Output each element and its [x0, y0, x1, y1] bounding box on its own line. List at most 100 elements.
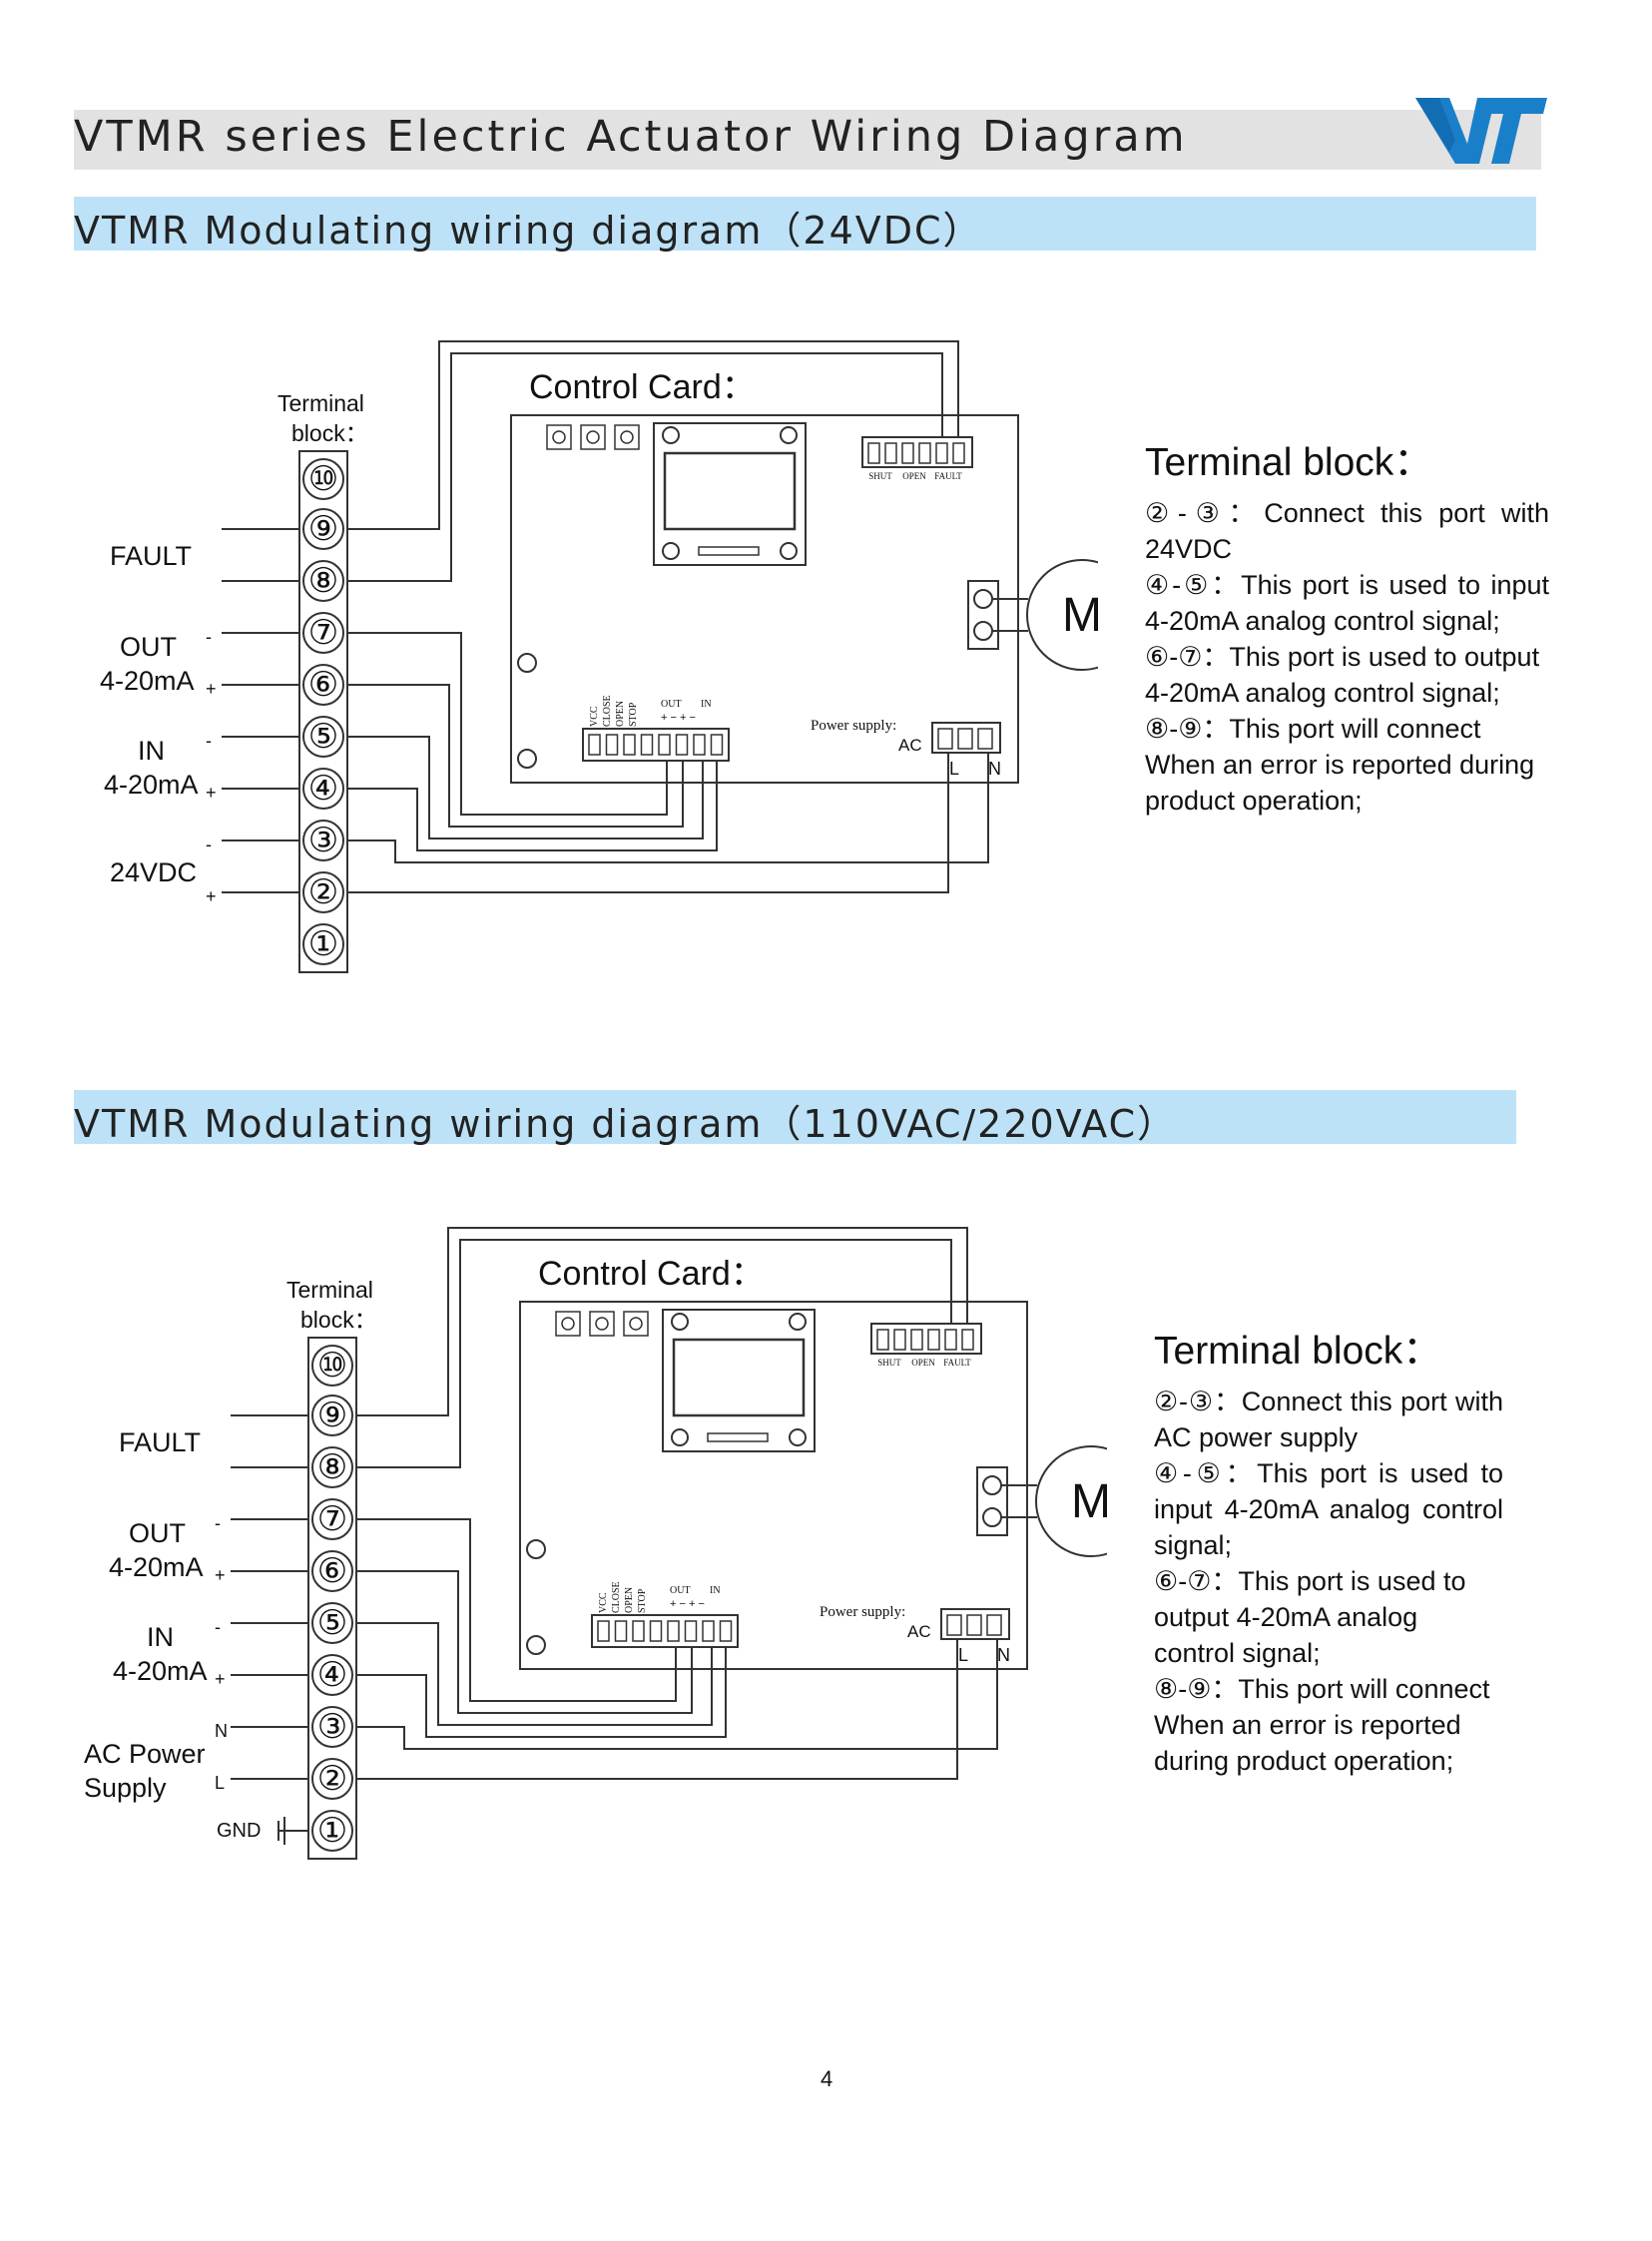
motor-connector: [967, 580, 999, 650]
terminal-number: ④: [317, 1657, 347, 1694]
description-item: ⑧-⑨：This port will connect When an error…: [1145, 714, 1535, 816]
terminal-number: ①: [308, 926, 338, 963]
motor-label: M: [1062, 589, 1098, 642]
l-label: L: [958, 1645, 968, 1665]
section-1-heading: VTMR Modulating wiring diagram（24VDC）: [74, 209, 983, 253]
wire-fault: [347, 340, 959, 530]
terminal-number: ⑧: [308, 563, 338, 600]
section-2-heading: VTMR Modulating wiring diagram（110VAC/22…: [74, 1102, 1178, 1146]
in-label: IN: [147, 1622, 174, 1652]
terminal-circle: [302, 612, 344, 654]
wire-out: [347, 684, 684, 828]
description-item: ②-③：Connect this port with 24VDC: [1145, 498, 1549, 564]
indicator-square: [580, 424, 606, 450]
out-in-polarity: + − + −: [670, 1598, 705, 1610]
signal-label: VCC: [589, 706, 600, 727]
wire-in: [356, 1622, 713, 1726]
indicator-square: [546, 424, 572, 450]
power-supply-label: Power supply:: [820, 1604, 905, 1620]
polarity-mark: +: [215, 1565, 226, 1585]
terminal-circle: [311, 1810, 353, 1852]
gnd-label: GND: [217, 1820, 261, 1842]
polarity-mark: L: [215, 1773, 225, 1793]
wire-power: [356, 1639, 998, 1750]
power-label: Supply: [84, 1773, 167, 1803]
terminal-description-2: Terminal block： ②-③：Connect this port wi…: [1154, 1320, 1503, 1779]
terminal-block-label: Terminal: [286, 1277, 373, 1303]
terminal-number: ⑩: [308, 461, 338, 498]
signal-label: OPEN: [624, 1587, 635, 1613]
polarity-mark: -: [206, 627, 212, 647]
out-label-small: OUT: [670, 1585, 691, 1596]
terminal-number: ⑤: [317, 1605, 347, 1642]
terminal-number: ⑩: [317, 1348, 347, 1385]
in-label: 4-20mA: [104, 770, 199, 800]
terminal-circle: [302, 768, 344, 810]
wire-out: [356, 1570, 693, 1714]
terminal-block: [298, 450, 348, 973]
title-bar: [74, 110, 1541, 170]
ac-label: AC: [907, 1622, 931, 1641]
terminal-block-label: Terminal: [277, 390, 364, 416]
polarity-mark: -: [215, 1513, 221, 1533]
terminal-circle: [302, 560, 344, 602]
terminal-number: ⑦: [308, 615, 338, 652]
indicator-square: [623, 1311, 649, 1337]
power-label: AC Power: [84, 1739, 206, 1769]
terminal-description-1: Terminal block： ②-③：Connect this port wi…: [1145, 431, 1549, 819]
n-label: N: [997, 1645, 1010, 1665]
out-label: 4-20mA: [100, 666, 195, 696]
polarity-mark: +: [206, 886, 217, 906]
description-item: ④-⑤：This port is used to input 4-20mA an…: [1145, 570, 1549, 636]
relay-terminal: [870, 1323, 982, 1355]
terminal-number: ③: [317, 1709, 347, 1746]
display-module: [653, 422, 807, 566]
signal-label: STOP: [628, 702, 639, 727]
terminal-number: ⑥: [308, 667, 338, 704]
control-card-label: Control Card：: [529, 368, 756, 406]
in-label: 4-20mA: [113, 1656, 208, 1686]
signal-label: OPEN: [615, 701, 626, 727]
terminal-number: ⑥: [317, 1553, 347, 1590]
power-label: 24VDC: [110, 857, 197, 887]
terminal-circle: [302, 716, 344, 758]
power-terminal: [940, 1608, 1010, 1640]
terminal-number: ⑦: [317, 1501, 347, 1538]
description-item: ⑧-⑨：This port will connect When an error…: [1154, 1674, 1490, 1776]
control-card-label: Control Card：: [538, 1255, 765, 1293]
terminal-number: ⑧: [317, 1449, 347, 1486]
polarity-mark: N: [215, 1721, 228, 1741]
wire-fault: [347, 352, 943, 582]
signal-terminal: [591, 1614, 739, 1648]
relay-label: SHUT: [877, 1358, 901, 1368]
terminal-circle: [302, 508, 344, 550]
description-item: ⑥-⑦：This port is used to output 4-20mA a…: [1145, 642, 1540, 708]
n-label: N: [988, 759, 1001, 779]
wire-in: [347, 761, 718, 851]
wire-out: [356, 1518, 677, 1702]
section-1-bar: [74, 197, 1536, 251]
description-item: ⑥-⑦：This port is used to output 4-20mA a…: [1154, 1566, 1466, 1668]
terminal-block-label: block：: [300, 1307, 377, 1333]
terminal-circle: [311, 1602, 353, 1644]
fault-label: FAULT: [119, 1427, 201, 1457]
terminal-number: ②: [317, 1761, 347, 1798]
out-label-small: OUT: [661, 699, 682, 710]
motor-label: M: [1071, 1475, 1107, 1528]
out-label: OUT: [129, 1518, 186, 1548]
out-label: 4-20mA: [109, 1552, 204, 1582]
wire-in: [356, 1647, 727, 1738]
terminal-circle: [311, 1498, 353, 1540]
section-2-bar: [74, 1090, 1516, 1144]
terminal-circle: [311, 1654, 353, 1696]
indicator-square: [589, 1311, 615, 1337]
relay-label: SHUT: [868, 471, 892, 481]
description-heading: Terminal block：: [1154, 1330, 1442, 1373]
wire-power: [347, 753, 949, 893]
out-in-polarity: + − + −: [661, 712, 696, 724]
terminal-number: ②: [308, 874, 338, 911]
terminal-circle: [302, 820, 344, 861]
out-label: OUT: [120, 632, 177, 662]
